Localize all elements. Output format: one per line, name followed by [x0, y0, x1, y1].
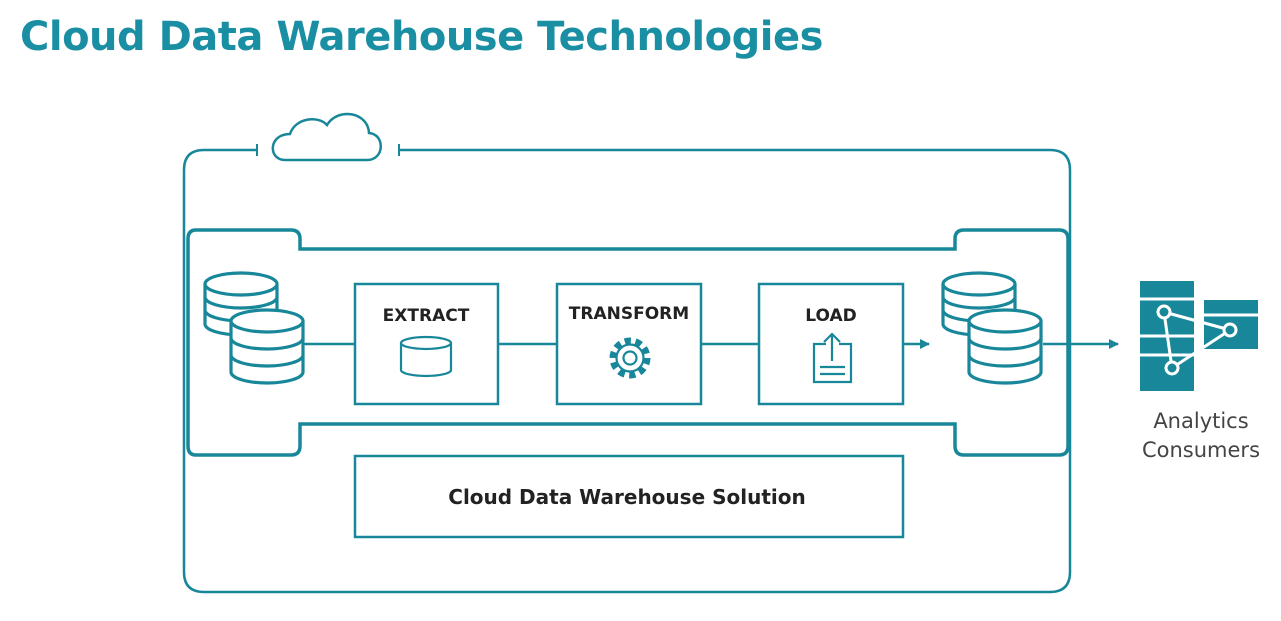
- extract-label: EXTRACT: [383, 306, 470, 326]
- upload-document-icon: [812, 332, 853, 384]
- source-database-icon: [203, 271, 305, 385]
- solution-label: Cloud Data Warehouse Solution: [448, 485, 805, 509]
- page-title: Cloud Data Warehouse Technologies: [20, 14, 823, 60]
- consumers-label-line1: Analytics: [1153, 409, 1248, 433]
- gear-icon: [609, 337, 651, 379]
- extract-step-box: [353, 282, 500, 406]
- transform-label: TRANSFORM: [569, 304, 689, 324]
- pipeline-band: [186, 228, 1070, 457]
- solution-box: [353, 454, 905, 539]
- warehouse-database-icon: [941, 271, 1043, 385]
- analytics-network-icon: [1140, 281, 1258, 391]
- cylinder-icon: [399, 335, 453, 378]
- cloud-icon: [271, 112, 382, 162]
- cloud-container-border: [182, 148, 1072, 594]
- load-label: LOAD: [805, 306, 857, 326]
- consumers-label-line2: Consumers: [1142, 438, 1260, 462]
